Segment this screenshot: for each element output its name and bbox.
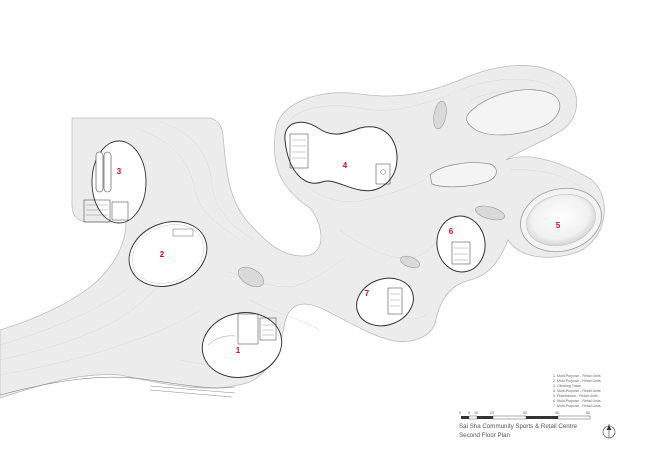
unit-1-pod [201, 312, 283, 378]
legend-item: 5. Planetarium - Retail Units [553, 394, 598, 398]
unit-4-pod [284, 121, 398, 192]
deck-edge [0, 376, 236, 398]
unit-number-2: 2 [160, 250, 165, 259]
contour-lines [0, 78, 591, 376]
unit-number-1: 1 [236, 346, 241, 355]
unit-6-pod [436, 215, 486, 273]
unit-2-pod [128, 221, 208, 287]
scale-tick: 30 [523, 411, 527, 415]
legend-item: 7. Multi-Purpose - Retail Units [553, 404, 601, 408]
drawing-title: Second Floor Plan [459, 432, 510, 439]
scale-tick: 10 [474, 411, 478, 415]
scale-tick: 0 [459, 411, 461, 415]
unit-number-6: 6 [449, 227, 454, 236]
unit-number-5: 5 [556, 221, 561, 230]
scale-tick: 20 [490, 411, 494, 415]
legend-item: 4. Multi-Purpose - Retail Units [553, 389, 601, 393]
legend-item: 3. Climbing Tower [553, 384, 582, 388]
unit-number-7: 7 [365, 289, 370, 298]
scale-tick: 50 [586, 411, 590, 415]
unit-3-climbing-tower [83, 140, 147, 224]
project-title: Sai Sha Community Sports & Retail Centre [459, 423, 578, 430]
unit-numbers: 1 2 3 4 5 6 7 [117, 161, 561, 355]
legend-item: 6. Multi-Purpose - Retail Units [553, 399, 601, 403]
unit-number-3: 3 [117, 167, 122, 176]
unit-5-planetarium-dome [520, 187, 602, 253]
title-block: Sai Sha Community Sports & Retail Centre… [459, 423, 578, 439]
upper-lobes [429, 89, 561, 188]
scale-tick: 40 [555, 411, 559, 415]
skylights [237, 100, 505, 288]
legend-item: 2. Multi-Purpose - Retail Units [553, 379, 601, 383]
legend-item: 1. Multi-Purpose - Retail Units [553, 374, 601, 378]
scale-bar: 0 5 10 20 30 40 50 [459, 411, 591, 420]
podium-deck [0, 65, 605, 399]
scale-tick: 5 [468, 411, 470, 415]
legend: 1. Multi-Purpose - Retail Units 2. Multi… [553, 374, 601, 408]
north-arrow-icon [602, 424, 616, 439]
unit-7-pod [356, 277, 414, 327]
unit-number-4: 4 [343, 161, 348, 170]
